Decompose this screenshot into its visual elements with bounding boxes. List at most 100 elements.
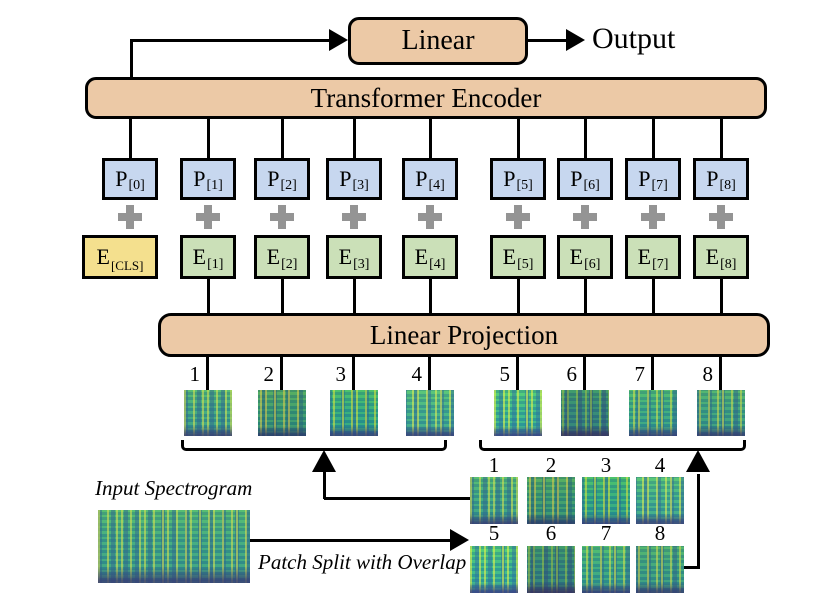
grid-patch-number: 8 (654, 521, 666, 545)
connector-line (352, 357, 355, 390)
patch-embedding-e6: E[6] (557, 235, 613, 279)
plus-icon (418, 205, 442, 229)
connector-line (719, 357, 722, 390)
grid-patch-number: 3 (600, 453, 612, 477)
cls-token-embedding: E[CLS] (82, 235, 158, 279)
patch-number: 5 (499, 362, 511, 386)
patch-embedding-e7: E[7] (625, 235, 681, 279)
connector-line (651, 119, 655, 158)
wire-grid-to-bracket-left (323, 472, 326, 499)
wire-grid-to-bracket-right (684, 566, 700, 569)
wire-encoder-to-linear (130, 42, 133, 78)
position-embedding-p5: P[5] (490, 158, 546, 200)
token-column-3: P[3] E[3] (326, 119, 382, 313)
plus-icon (342, 205, 366, 229)
grid-patch-number: 4 (654, 453, 666, 477)
position-embedding-p8: P[8] (693, 158, 749, 200)
token-column-6: P[6] E[6] (557, 119, 613, 313)
patch-number: 6 (566, 362, 578, 386)
patch-embedding-e1: E[1] (180, 235, 236, 279)
connector-line (280, 357, 283, 390)
grid-spectrogram-patch-2 (527, 477, 575, 524)
grid-patch-number: 2 (545, 453, 557, 477)
grid-spectrogram-patch-7 (582, 546, 630, 593)
plus-icon (709, 205, 733, 229)
connector-line (651, 279, 655, 313)
connector-line (280, 119, 284, 158)
transformer-encoder-label: Transformer Encoder (310, 82, 542, 113)
wire-grid-to-bracket-left (324, 497, 470, 500)
linear-head-box: Linear (348, 17, 528, 65)
arrowhead-right-icon (450, 529, 469, 551)
patch-embedding-e3: E[3] (326, 235, 382, 279)
grid-spectrogram-patch-8 (636, 546, 684, 593)
plus-icon (506, 205, 530, 229)
grid-patch-number: 7 (600, 521, 612, 545)
connector-line (651, 357, 654, 390)
bracket-patches-1-4 (181, 440, 447, 451)
connector-line (206, 357, 209, 390)
linear-label: Linear (401, 25, 475, 56)
arrowhead-right-icon (566, 29, 585, 51)
patch-embedding-e4: E[4] (402, 235, 458, 279)
patch-embedding-e2: E[2] (254, 235, 310, 279)
connector-line (128, 119, 132, 158)
spectrogram-patch-4 (406, 390, 454, 436)
connector-line (280, 279, 284, 313)
grid-spectrogram-patch-4 (636, 477, 684, 524)
spectrogram-patch-6 (561, 390, 609, 436)
token-column-0: P[0] E[CLS] (82, 119, 158, 279)
wire-grid-to-bracket-right (697, 474, 700, 569)
plus-icon (270, 205, 294, 229)
grid-spectrogram-patch-1 (470, 477, 518, 524)
patch-number: 1 (189, 362, 201, 386)
plus-icon (196, 205, 220, 229)
position-embedding-p1: P[1] (180, 158, 236, 200)
arrowhead-up-icon (686, 450, 710, 472)
patch-number: 7 (634, 362, 646, 386)
connector-line (516, 357, 519, 390)
position-embedding-p7: P[7] (625, 158, 681, 200)
connector-line (583, 357, 586, 390)
token-column-1: P[1] E[1] (180, 119, 236, 313)
token-column-8: P[8] E[8] (693, 119, 749, 313)
grid-patch-number: 1 (488, 453, 500, 477)
connector-line (206, 119, 210, 158)
position-embedding-p3: P[3] (326, 158, 382, 200)
position-embedding-p0: P[0] (102, 158, 158, 200)
grid-spectrogram-patch-5 (470, 546, 518, 593)
patch-number: 4 (411, 362, 423, 386)
spectrogram-patch-5 (494, 390, 542, 436)
connector-line (428, 119, 432, 158)
connector-line (516, 119, 520, 158)
wire-linear-to-output (528, 39, 568, 42)
input-spectrogram-image (98, 510, 250, 583)
spectrogram-patch-8 (697, 390, 745, 436)
position-embedding-p4: P[4] (402, 158, 458, 200)
connector-line (583, 279, 587, 313)
plus-icon (118, 205, 142, 229)
grid-patch-number: 5 (488, 521, 500, 545)
grid-patch-number: 6 (545, 521, 557, 545)
grid-spectrogram-patch-6 (527, 546, 575, 593)
connector-line (352, 119, 356, 158)
plus-icon (573, 205, 597, 229)
spectrogram-patch-1 (184, 390, 232, 436)
arrowhead-up-icon (312, 450, 336, 472)
token-column-4: P[4] E[4] (402, 119, 458, 313)
spectrogram-patch-3 (330, 390, 378, 436)
linear-projection-box: Linear Projection (158, 313, 770, 357)
token-column-5: P[5] E[5] (490, 119, 546, 313)
output-label: Output (592, 22, 676, 55)
patch-embedding-e8: E[8] (693, 235, 749, 279)
connector-line (583, 119, 587, 158)
position-embedding-p2: P[2] (254, 158, 310, 200)
patch-number: 3 (335, 362, 347, 386)
connector-line (719, 119, 723, 158)
connector-line (206, 279, 210, 313)
token-column-7: P[7] E[7] (625, 119, 681, 313)
connector-line (428, 279, 432, 313)
input-spectrogram-label: Input Spectrogram (95, 476, 253, 500)
spectrogram-patch-7 (629, 390, 677, 436)
